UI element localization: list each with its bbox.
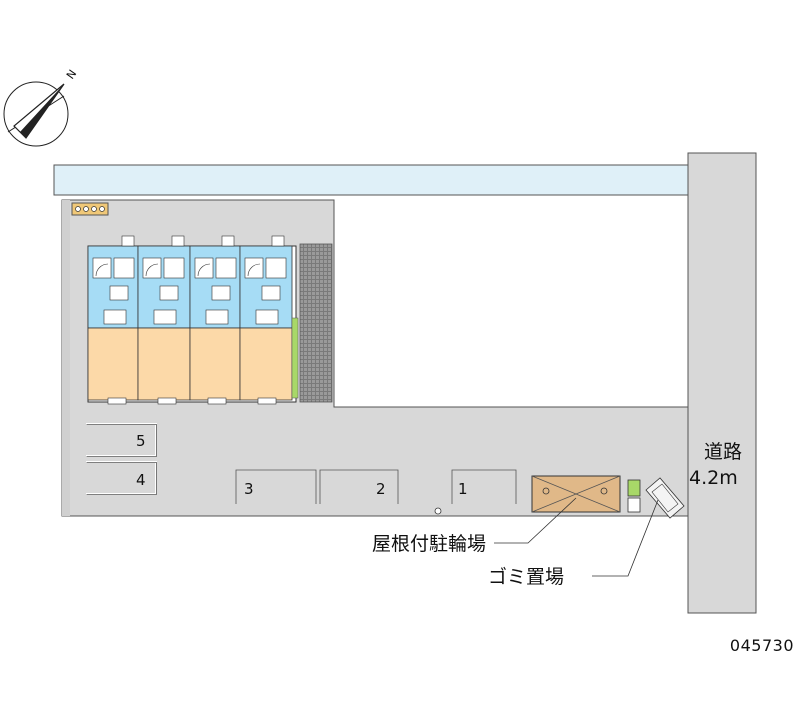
planter bbox=[627, 479, 641, 497]
site-left-strip bbox=[62, 200, 70, 516]
road-width-label: 4.2m bbox=[689, 467, 738, 489]
meter-box bbox=[627, 497, 641, 513]
parking-space: 5 bbox=[86, 423, 157, 457]
bike-parking-label: 屋根付駐輪場 bbox=[372, 533, 486, 555]
bike-leader-line bbox=[494, 497, 577, 544]
compass-north-label: N bbox=[64, 67, 79, 81]
unit bbox=[239, 235, 293, 405]
unit bbox=[137, 235, 191, 405]
parking-space: 4 bbox=[86, 461, 157, 495]
entrance-marker bbox=[434, 507, 442, 515]
parking-number: 4 bbox=[136, 471, 146, 489]
compass-icon: N bbox=[3, 67, 79, 147]
garbage-leader-line bbox=[592, 499, 659, 577]
road bbox=[687, 152, 757, 614]
road-label: 道路 bbox=[704, 441, 742, 463]
garbage-label: ゴミ置場 bbox=[488, 566, 564, 588]
unit bbox=[189, 235, 241, 405]
bike-shelter bbox=[531, 475, 621, 513]
building bbox=[87, 235, 297, 405]
waterway bbox=[53, 164, 693, 196]
grated-walkway bbox=[299, 243, 333, 403]
hedge bbox=[291, 317, 299, 399]
parking-number: 3 bbox=[244, 480, 254, 498]
parking-space: 3 bbox=[235, 469, 317, 504]
parking-space: 2 bbox=[319, 469, 399, 504]
map-code: 045730 bbox=[729, 636, 794, 655]
utility-meters bbox=[71, 202, 109, 216]
parking-number: 5 bbox=[136, 432, 146, 450]
parking-number: 1 bbox=[458, 480, 468, 498]
parking-space: 1 bbox=[451, 469, 517, 504]
parking-number: 2 bbox=[376, 480, 386, 498]
garbage-station bbox=[645, 477, 685, 519]
unit bbox=[87, 235, 139, 405]
